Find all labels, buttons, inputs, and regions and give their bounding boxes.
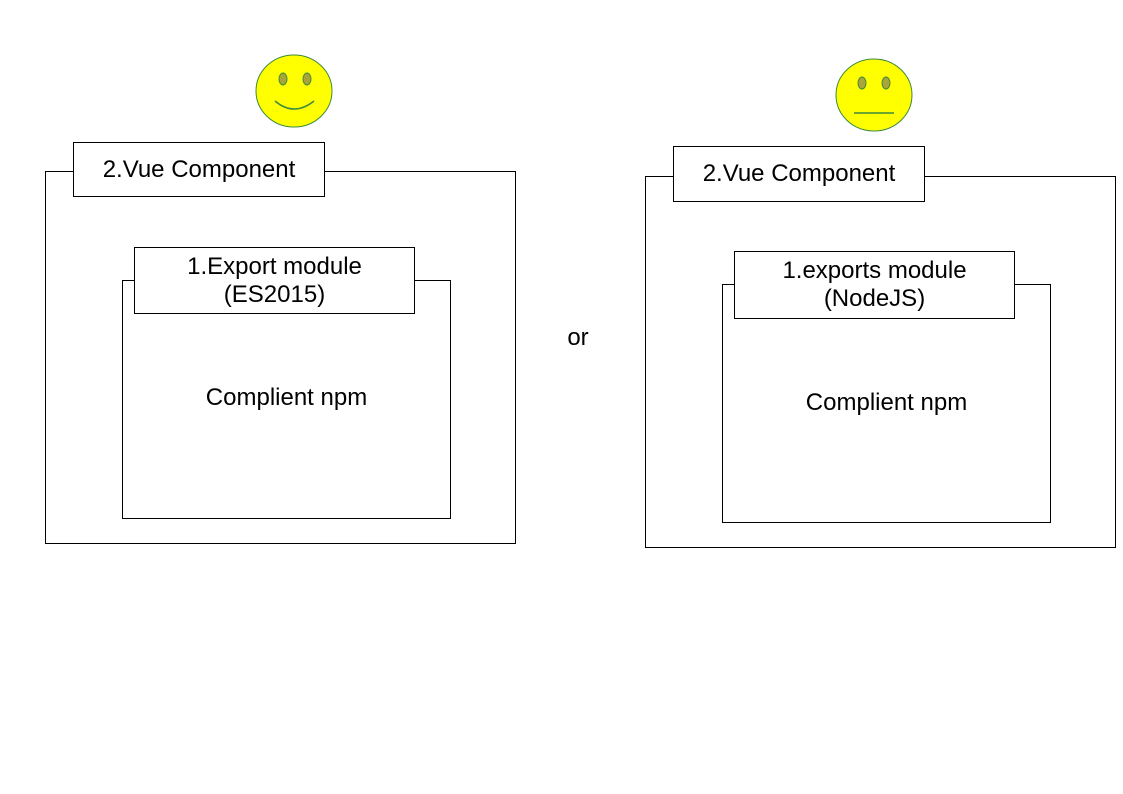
face-circle	[255, 54, 333, 128]
smiling-face-icon	[255, 54, 333, 128]
module-label-line1: 1.Export module	[187, 252, 362, 280]
right-eye	[302, 72, 312, 86]
left-eye	[278, 72, 288, 86]
module-body-text-right: Complient npm	[805, 389, 968, 416]
smile-mouth	[274, 100, 315, 110]
module-label-line2: (ES2015)	[223, 280, 326, 308]
right-eye	[881, 76, 891, 90]
vue-component-label-right: 2.Vue Component	[673, 146, 925, 202]
vue-component-label-text: 2.Vue Component	[702, 160, 896, 187]
neutral-face-icon	[835, 58, 913, 132]
left-eye	[857, 76, 867, 90]
vue-component-label-left: 2.Vue Component	[73, 142, 325, 197]
module-label-left: 1.Export module (ES2015)	[134, 247, 415, 314]
module-container-right	[722, 284, 1051, 523]
or-separator: or	[567, 324, 589, 351]
face-circle	[835, 58, 913, 132]
module-label-line2: (NodeJS)	[823, 285, 926, 312]
module-label-right: 1.exports module (NodeJS)	[734, 251, 1015, 319]
vue-component-label-text: 2.Vue Component	[102, 155, 296, 183]
module-label-line1: 1.exports module	[782, 257, 967, 284]
module-container-left	[122, 280, 451, 519]
module-body-text-left: Complient npm	[205, 384, 368, 411]
